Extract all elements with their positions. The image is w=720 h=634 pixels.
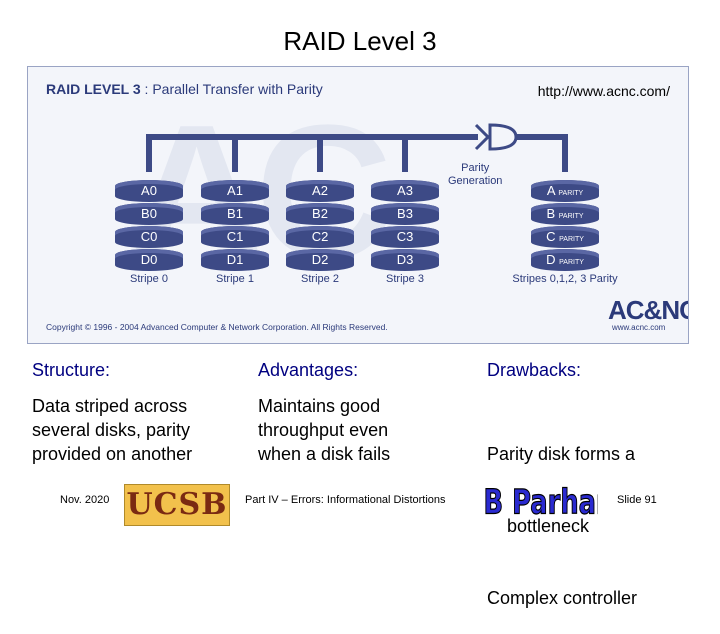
drawbacks-line: Parity disk forms a (487, 444, 636, 464)
drawbacks-heading: Drawbacks: (487, 360, 582, 380)
diagram-title-rest: : Parallel Transfer with Parity (140, 81, 323, 97)
parity-block-a-suffix: PARITY (558, 190, 584, 197)
stripe-3-label: Stripe 3 (386, 273, 424, 285)
parity-generation-line2: Generation (448, 175, 503, 187)
author-logo: B Parhami (483, 483, 598, 523)
diagram-title: RAID LEVEL 3 : Parallel Transfer with Pa… (46, 81, 323, 97)
block-a2: A2 (286, 180, 354, 202)
advantages-line: Maintains good (258, 396, 381, 416)
slide-number: Slide 91 (617, 494, 657, 506)
parity-generation-line1: Parity (461, 162, 490, 174)
acnc-logo-url: www.acnc.com (612, 323, 666, 332)
structure-line: provided on another (32, 444, 193, 464)
parity-block-c-suffix: PARITY (559, 236, 584, 243)
parity-block-d-letter: D (546, 252, 556, 267)
disk-stripe-0: A0 B0 C0 D0 (115, 180, 183, 272)
stripe-2-label: Stripe 2 (301, 273, 339, 285)
advantages-text: Maintains good throughput even when a di… (258, 394, 390, 466)
source-url: http://www.acnc.com/ (537, 83, 670, 99)
advantages-line: throughput even (258, 420, 389, 440)
drawbacks-line: Complex controller (487, 588, 638, 608)
parity-block-d-suffix: PARITY (559, 259, 584, 266)
copyright-notice: Copyright © 1996 - 2004 Advanced Compute… (46, 322, 388, 332)
parity-generation-label: Parity Generation (448, 162, 502, 188)
block-c1: C1 (201, 226, 269, 248)
data-bus (146, 123, 568, 172)
block-a0: A0 (115, 180, 183, 202)
parity-block-b-suffix: PARITY (558, 213, 584, 220)
block-c3: C3 (371, 226, 439, 248)
block-a3: A3 (371, 180, 439, 202)
block-b0: B0 (115, 203, 183, 225)
parity-block-c: C PARITY (531, 226, 599, 248)
stripe-1-label: Stripe 1 (216, 273, 254, 285)
slide-title: RAID Level 3 (283, 26, 437, 56)
block-d3: D3 (371, 249, 439, 271)
parity-block-d: D PARITY (531, 249, 599, 271)
footer-date: Nov. 2020 (60, 494, 110, 506)
parity-block-a: A PARITY (531, 180, 599, 202)
parity-block-b: B PARITY (531, 203, 599, 225)
advantages-line: when a disk fails (258, 444, 391, 464)
acnc-logo: AC&NC (608, 295, 689, 325)
parity-block-a-letter: A (546, 183, 555, 198)
block-d0: D0 (115, 249, 183, 271)
author-logo-text: B Parhami (484, 483, 598, 522)
parity-block-c-letter: C (546, 229, 556, 244)
drawbacks-line: bottleneck (487, 516, 590, 536)
parity-block-b-letter: B (546, 206, 556, 221)
disk-stripe-3: A3 B3 C3 D3 (371, 180, 439, 272)
structure-heading: Structure: (32, 360, 111, 380)
block-d1: D1 (201, 249, 269, 271)
diagram-title-bold: RAID LEVEL 3 (46, 81, 141, 97)
disk-parity: A PARITY B PARITY C PARITY D PARITY (531, 180, 599, 272)
raid3-diagram: A C RAID LEVEL 3 : Parallel Transfer with… (27, 66, 689, 344)
ucsb-logo: UCSB (124, 484, 230, 526)
block-d2: D2 (286, 249, 354, 271)
block-c2: C2 (286, 226, 354, 248)
block-a1: A1 (201, 180, 269, 202)
footer-title: Part IV – Errors: Informational Distorti… (245, 494, 446, 506)
structure-text: Data striped across several disks, parit… (32, 394, 192, 466)
structure-line: Data striped across (32, 396, 188, 416)
block-b3: B3 (371, 203, 439, 225)
block-b2: B2 (286, 203, 354, 225)
block-b1: B1 (201, 203, 269, 225)
parity-stripe-label: Stripes 0,1,2, 3 Parity (512, 273, 618, 285)
advantages-heading: Advantages: (258, 360, 359, 380)
disk-stripe-1: A1 B1 C1 D1 (201, 180, 269, 272)
stripe-0-label: Stripe 0 (130, 273, 168, 285)
disk-stripe-2: A2 B2 C2 D2 (286, 180, 354, 272)
block-c0: C0 (115, 226, 183, 248)
structure-line: several disks, parity (32, 420, 191, 440)
